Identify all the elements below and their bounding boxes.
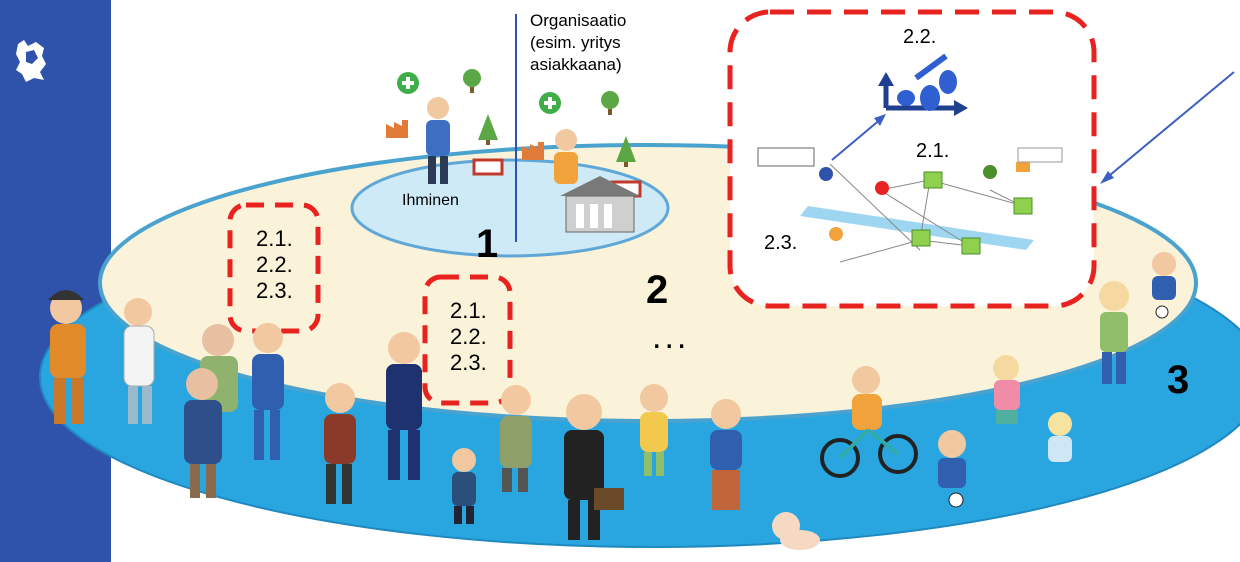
pointer-arrow <box>1103 71 1235 181</box>
plus-icon <box>539 92 561 114</box>
finnish-lion-crest-icon <box>16 40 46 82</box>
plus-icon <box>397 72 419 94</box>
list-left: 2.1. 2.2. 2.3. <box>256 226 293 303</box>
tree-icon <box>616 136 636 167</box>
organisation-label: Organisaatio (esim. yritys asiakkaana) <box>530 11 627 74</box>
dimension-axes-icon <box>878 53 968 116</box>
globe-icon <box>601 91 619 115</box>
zoom-link-arrow <box>831 117 883 161</box>
dashed-box-center <box>422 274 513 406</box>
list-center: 2.1. 2.2. 2.3. <box>450 298 487 375</box>
human-figure <box>426 97 450 184</box>
network-illustration <box>757 147 1063 263</box>
factory-icon <box>386 120 408 138</box>
zoom-label-bottom: 2.3. <box>764 232 798 254</box>
money-icon <box>472 158 504 176</box>
factory-icon <box>522 142 544 160</box>
ellipsis-label: ... <box>652 318 690 356</box>
left-sidebar-bar <box>0 0 111 562</box>
globe-icon <box>463 69 481 93</box>
ring-number-2: 2 <box>646 268 669 312</box>
pointer-arrow-head <box>1100 171 1114 184</box>
dashed-box-zoom <box>727 9 1097 309</box>
ring-number-1: 1 <box>476 222 499 266</box>
human-label: Ihminen <box>402 192 459 209</box>
crowd-figures <box>48 252 1176 550</box>
zoom-label-middle: 2.1. <box>916 140 950 162</box>
dashed-box-left <box>227 202 321 334</box>
tree-icon <box>478 114 498 145</box>
organisation-building <box>554 129 640 233</box>
ring-number-3: 3 <box>1167 358 1190 402</box>
zoom-label-top: 2.2. <box>903 26 937 48</box>
